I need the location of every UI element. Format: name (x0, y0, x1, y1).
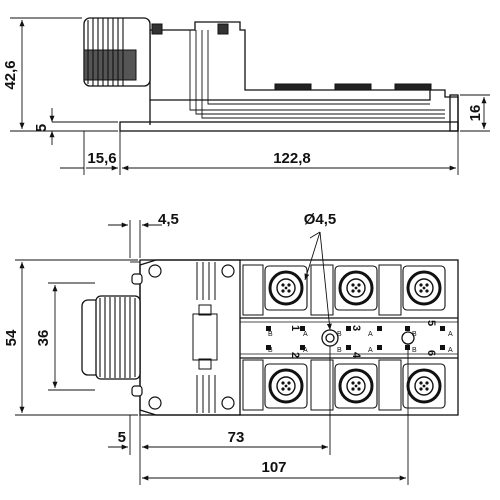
port-6-a-label: A (448, 347, 453, 354)
side-cable-gland (83, 17, 151, 87)
port-label-5: 5 (425, 320, 437, 326)
dim-width-total: 54 (3, 329, 20, 346)
dim-hole-diameter: Ø4,5 (304, 211, 337, 228)
port-3-a-label: A (368, 331, 373, 338)
port-5-a-label: A (448, 331, 453, 338)
side-dimensions (10, 17, 490, 175)
port-1-a-label: A (303, 331, 308, 338)
port-2-b-label: B (268, 347, 273, 354)
port-4-a-label: A (368, 347, 373, 354)
top-led-markers (266, 326, 445, 350)
port-4 (334, 363, 378, 409)
dim-hole-spacing: 73 (228, 429, 245, 446)
side-stripes (189, 30, 445, 119)
dim-width-inner: 36 (35, 330, 52, 347)
side-connector-tops (274, 83, 432, 91)
top-view: 1 3 5 2 4 6 B A B A B A B A B A B A (3, 211, 459, 485)
port-label-6: 6 (425, 350, 437, 356)
side-body (119, 21, 459, 132)
top-center-panel (192, 262, 218, 413)
top-dimensions (15, 220, 409, 485)
port-label-1: 1 (289, 325, 301, 331)
port-3-b-label: B (337, 331, 342, 338)
port-3 (334, 265, 378, 311)
dim-connector-height: 16 (467, 105, 484, 122)
dim-bottom-offset: 5 (118, 429, 126, 446)
side-view: 42,6 5 16 15,6 122,8 (2, 17, 490, 175)
port-label-4: 4 (350, 352, 362, 359)
dim-height-total: 42,6 (2, 60, 19, 89)
dim-body-offset: 5 (33, 124, 50, 132)
port-2 (264, 363, 308, 409)
port-5 (402, 265, 446, 311)
port-2-a-label: A (303, 347, 308, 354)
dim-flange-width: 4,5 (158, 211, 179, 228)
port-label-3: 3 (350, 325, 362, 331)
side-screws (151, 23, 229, 35)
port-4-b-label: B (337, 347, 342, 354)
port-label-2: 2 (289, 352, 301, 358)
dim-length-side: 122,8 (273, 150, 311, 167)
port-5-b-label: B (412, 331, 417, 338)
dim-length-top: 107 (261, 459, 286, 476)
top-cable-gland (81, 295, 141, 380)
port-6 (402, 363, 446, 409)
port-1-b-label: B (268, 331, 273, 338)
dim-cable-offset: 15,6 (87, 150, 116, 167)
port-1 (264, 265, 308, 311)
port-6-b-label: B (412, 347, 417, 354)
top-flange-holes (131, 264, 235, 410)
top-connector-blocks (242, 264, 402, 411)
